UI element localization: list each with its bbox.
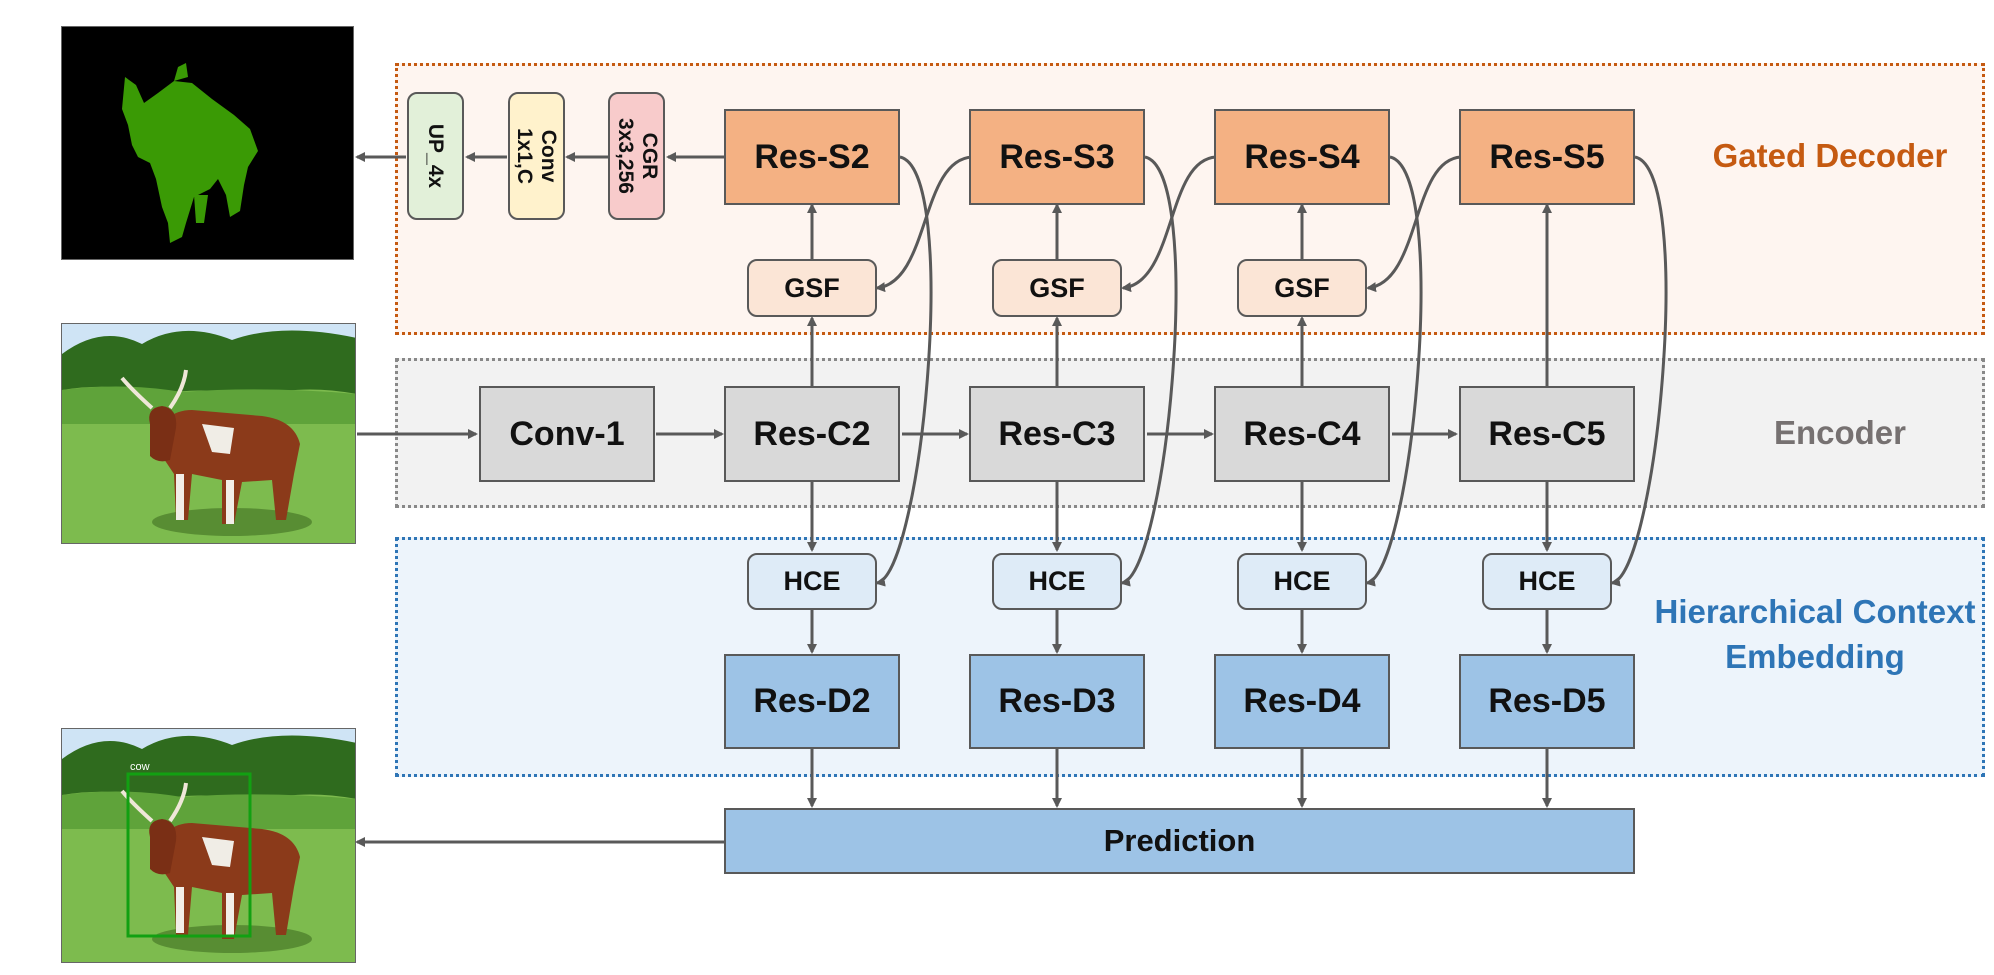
res-s4-block: Res-S4	[1214, 109, 1390, 205]
res-s3-block: Res-S3	[969, 109, 1145, 205]
res-c3-block: Res-C3	[969, 386, 1145, 482]
res-d2-block: Res-D2	[724, 654, 900, 749]
res-c2-block: Res-C2	[724, 386, 900, 482]
conv-1x1-label: Conv 1x1,C	[513, 128, 561, 184]
up-4x-block: UP_4x	[407, 92, 464, 220]
detection-bounding-box	[126, 772, 252, 938]
cgr-label: CGR 3x3,256	[613, 118, 661, 194]
conv-label-line2: 1x1,C	[513, 127, 537, 185]
res-d5-block: Res-D5	[1459, 654, 1635, 749]
gsf-block-2: GSF	[747, 259, 877, 317]
res-d3-block: Res-D3	[969, 654, 1145, 749]
res-s5-block: Res-S5	[1459, 109, 1635, 205]
input-cow-image	[61, 323, 356, 544]
res-c4-block: Res-C4	[1214, 386, 1390, 482]
cgr-label-line1: CGR	[637, 132, 661, 180]
res-s2-block: Res-S2	[724, 109, 900, 205]
encoder-label: Encoder	[1773, 414, 1907, 451]
up-4x-label: UP_4x	[424, 123, 448, 189]
gated-decoder-label: Gated Decoder	[1712, 137, 1948, 174]
cow-mask-shape	[122, 77, 258, 243]
gsf-block-3: GSF	[992, 259, 1122, 317]
conv-1-block: Conv-1	[479, 386, 655, 482]
res-c5-block: Res-C5	[1459, 386, 1635, 482]
res-d4-block: Res-D4	[1214, 654, 1390, 749]
conv-label-line1: Conv	[537, 129, 561, 183]
hce-label-line2: Embedding	[1725, 638, 1905, 675]
hce-panel	[395, 537, 1985, 777]
cgr-label-line2: 3x3,256	[613, 118, 637, 194]
prediction-block: Prediction	[724, 808, 1635, 874]
hce-block-4: HCE	[1237, 553, 1367, 610]
hce-block-2: HCE	[747, 553, 877, 610]
hce-block-3: HCE	[992, 553, 1122, 610]
detection-output-image: cow	[61, 728, 356, 963]
cgr-block: CGR 3x3,256	[608, 92, 665, 220]
detection-class-label: cow	[130, 761, 150, 773]
hce-block-5: HCE	[1482, 553, 1612, 610]
gsf-block-4: GSF	[1237, 259, 1367, 317]
hce-label-line1: Hierarchical Context	[1654, 593, 1976, 630]
segmentation-mask-image	[61, 26, 354, 260]
conv-1x1-block: Conv 1x1,C	[508, 92, 565, 220]
